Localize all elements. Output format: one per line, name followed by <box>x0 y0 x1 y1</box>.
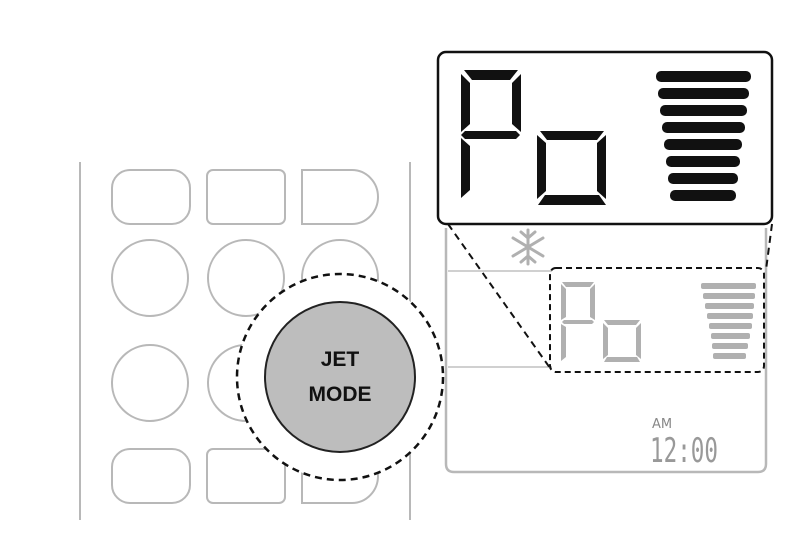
jet-mode-label-line1: JET <box>321 348 360 371</box>
display-fan-bars-small <box>701 283 756 359</box>
remote-display-panel <box>444 228 768 474</box>
remote-button[interactable] <box>111 239 189 317</box>
remote-button[interactable] <box>111 169 191 225</box>
display-fan-bars-large <box>656 71 751 201</box>
remote-button[interactable] <box>206 169 286 225</box>
remote-button[interactable] <box>111 344 189 422</box>
remote-button[interactable] <box>206 448 286 504</box>
jet-mode-button[interactable]: JET MODE <box>264 301 416 453</box>
display-time: 12:00 <box>650 431 718 471</box>
am-label: AM <box>652 417 672 432</box>
remote-button[interactable] <box>301 169 379 225</box>
snowflake-icon <box>511 228 545 266</box>
remote-button[interactable] <box>207 239 285 317</box>
jet-mode-label-line2: MODE <box>309 383 372 406</box>
zoom-guide-line <box>447 223 551 369</box>
zoom-guide-line <box>765 223 773 271</box>
display-mode-text-small <box>561 282 641 362</box>
display-mode-text-large <box>461 70 606 205</box>
remote-button[interactable] <box>111 448 191 504</box>
zoom-source-box <box>549 267 765 373</box>
